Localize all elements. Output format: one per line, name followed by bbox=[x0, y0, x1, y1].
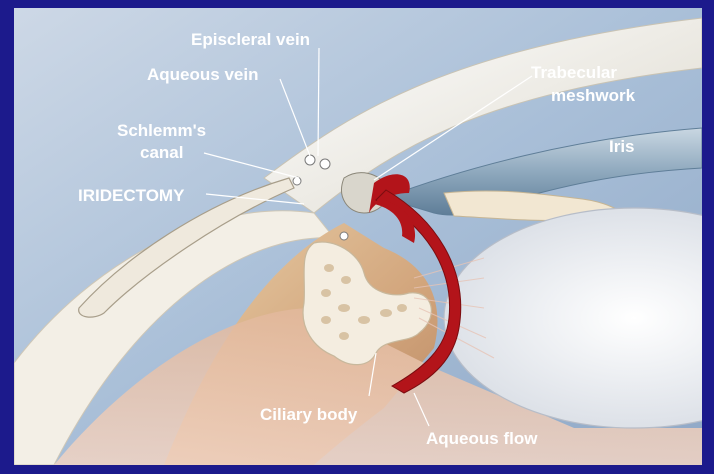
schlemms-canal-dot bbox=[293, 177, 301, 185]
label-trabecular-line1: Trabecular bbox=[531, 63, 617, 82]
eye-cross-section: Episcleral vein Aqueous vein Schlemm's c… bbox=[14, 8, 702, 465]
eye-anatomy-illustration: Episcleral vein Aqueous vein Schlemm's c… bbox=[14, 8, 702, 465]
label-schlemms-canal-line2: canal bbox=[140, 143, 183, 162]
label-episcleral-vein: Episcleral vein bbox=[191, 30, 310, 49]
aqueous-vein-dot bbox=[320, 159, 330, 169]
label-aqueous-vein: Aqueous vein bbox=[147, 65, 258, 84]
label-schlemms-canal-line1: Schlemm's bbox=[117, 121, 206, 140]
episcleral-vein-dot bbox=[305, 155, 315, 165]
label-aqueous-flow: Aqueous flow bbox=[426, 429, 538, 448]
small-vessel-dot bbox=[340, 232, 348, 240]
label-trabecular-line2: meshwork bbox=[551, 86, 636, 105]
label-iris: Iris bbox=[609, 137, 635, 156]
label-ciliary-body: Ciliary body bbox=[260, 405, 358, 424]
label-iridectomy: IRIDECTOMY bbox=[78, 186, 185, 205]
